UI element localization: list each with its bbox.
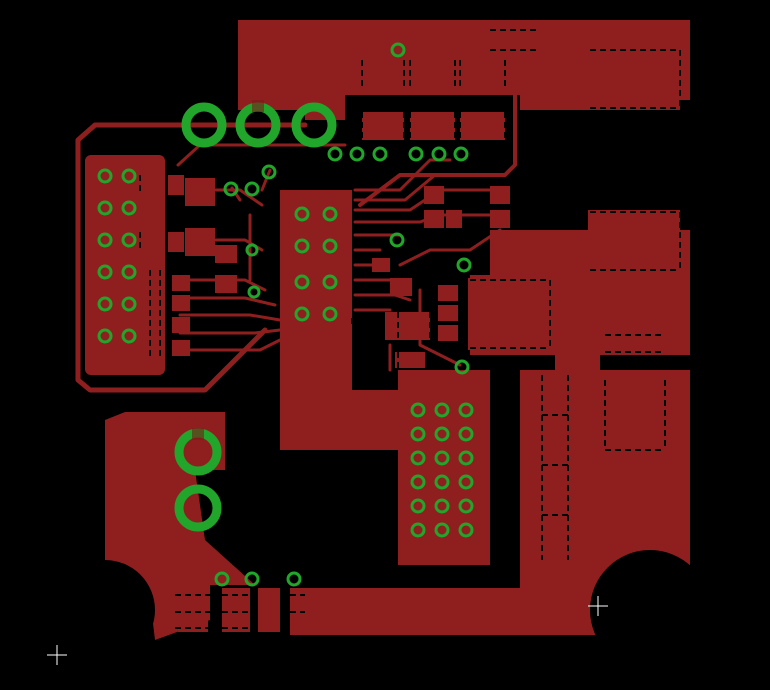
mounting-hole-bottom-right — [590, 550, 710, 670]
left-header-pins — [97, 168, 137, 344]
left-header-pour — [85, 155, 165, 375]
right-mid-connector-pad — [588, 210, 680, 272]
origin-crosshair-markers — [47, 596, 608, 665]
bottom-center-via-grid — [410, 402, 474, 538]
large-through-hole-pads — [174, 100, 337, 532]
small-vias — [214, 42, 472, 587]
isolation-outlines — [139, 29, 681, 629]
ic-center-vias — [294, 206, 338, 322]
top-right-connector-pad — [588, 48, 680, 110]
bottom-center-pour — [398, 370, 490, 565]
mounting-hole-bottom-left — [55, 560, 155, 660]
central-ic-pour — [280, 190, 400, 450]
